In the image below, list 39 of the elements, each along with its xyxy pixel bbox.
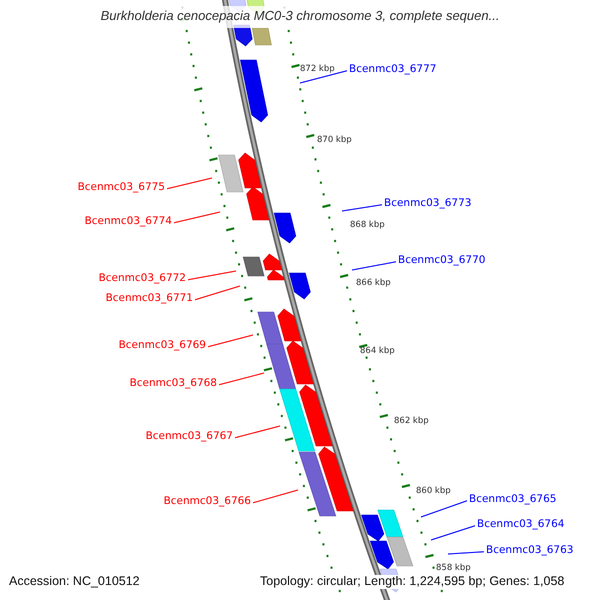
scale-label: 858 kbp: [436, 564, 471, 574]
leader-line: [188, 270, 236, 280]
leader-line: [166, 178, 212, 190]
leader-line: [218, 372, 264, 386]
gene-label: Bcenmc03_6766: [164, 496, 251, 508]
gene-label: Bcenmc03_6775: [78, 182, 165, 194]
scale-label: 866 kbp: [356, 279, 391, 288]
scale-label: 864 kbp: [360, 347, 395, 356]
leader-line: [174, 212, 220, 224]
scale-label: 862 kbp: [394, 417, 429, 426]
gene-label: Bcenmc03_6770: [398, 255, 486, 267]
leader-line: [448, 551, 484, 554]
leader-line: [252, 490, 298, 504]
gene-label: Bcenmc03_6769: [118, 340, 206, 352]
leader-line: [352, 261, 396, 270]
scale-label: 868 kbp: [350, 221, 385, 230]
leader-line: [430, 525, 476, 540]
info-text: Accession: NC_010512: [9, 575, 140, 589]
scale-label: 860 kbp: [416, 487, 451, 496]
leader-line: [420, 500, 468, 518]
scale-label: 870 kbp: [317, 136, 352, 146]
gene-label: Bcenmc03_6772: [98, 273, 186, 285]
gene-label: Bcenmc03_6774: [84, 216, 172, 228]
gene-label: Bcenmc03_6764: [477, 519, 564, 531]
gene-label: Bcenmc03_6765: [469, 494, 556, 506]
gene-label: Bcenmc03_6767: [146, 431, 233, 443]
info-text: Topology: circular; Length: 1,224,595 bp; Genes: 1,058: [260, 575, 564, 589]
leader-line: [194, 286, 240, 300]
leader-line: [234, 426, 280, 438]
gene-label: Bcenmc03_6773: [384, 198, 472, 210]
scale-label: 872 kbp: [300, 65, 335, 74]
gene-label: Bcenmc03_6777: [349, 64, 436, 76]
leader-line: [208, 334, 254, 348]
gene-label: Bcenmc03_6768: [130, 378, 217, 390]
leader-line: [342, 204, 382, 212]
map-title: Burkholderia cenocepacia MC0-3 chromosome 3, complete sequen...: [100, 9, 500, 24]
gene-label: Bcenmc03_6763: [486, 545, 574, 557]
gene-label: Bcenmc03_6771: [106, 293, 193, 305]
leader-line: [300, 70, 348, 84]
